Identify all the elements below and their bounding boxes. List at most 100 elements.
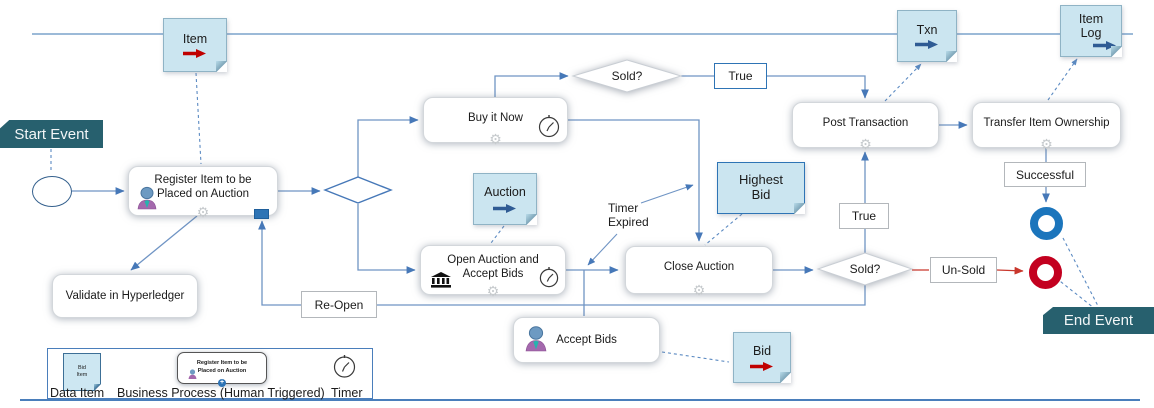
unsold-text: Un-Sold <box>941 263 986 277</box>
legend-timer-label: Timer <box>331 386 363 400</box>
sold-top-label: Sold? <box>612 69 643 83</box>
task-register-item: Register Item to be Placed on Auction ⚙ <box>128 166 278 220</box>
start-event-banner: Start Event <box>0 120 103 148</box>
legend-mini-note-text: Bid Item <box>76 364 88 378</box>
flow-unsold-to-end <box>996 266 1024 275</box>
data-highestbid-note: Highest Bid <box>717 162 805 214</box>
data-itemlog-note: Item Log <box>1060 5 1122 57</box>
txn-note-label: Txn <box>916 22 938 37</box>
gear-icon: ⚙ <box>859 136 872 152</box>
legend-mini-task-text: Register Item to be Placed on Auction <box>196 360 248 374</box>
successful-text: Successful <box>1015 167 1075 182</box>
task-open-auction: Open Auction and Accept Bids ⚙ <box>420 245 566 299</box>
gear-icon: ⚙ <box>1040 136 1053 152</box>
note-fold <box>216 61 227 72</box>
timer-clock-icon <box>332 354 357 384</box>
item-note-label: Item <box>182 31 208 46</box>
gear-icon: ⚙ <box>486 283 500 299</box>
note-fold <box>1111 46 1122 57</box>
task-buy-it-now: Buy it Now ⚙ <box>423 97 568 147</box>
true-top-text: True <box>728 69 753 83</box>
annotation-timer-expired: Timer Expired <box>608 201 658 230</box>
end-event-label: End Event <box>1063 312 1134 329</box>
flow-sold-true-to-post <box>681 75 869 99</box>
flow-register-to-validate <box>130 215 198 271</box>
timer-expired-leaders <box>587 184 694 266</box>
leader-timer-upper <box>640 184 694 204</box>
sold-bottom-diamond <box>816 252 914 286</box>
task-validate-hyperledger: Validate in Hyperledger <box>52 274 198 318</box>
blue-arrow-icon <box>493 203 516 213</box>
sequence-flows <box>72 72 1050 316</box>
gateway-diamond <box>323 176 393 204</box>
gear-icon: ⚙ <box>489 131 502 147</box>
flow-buy-to-close <box>568 119 703 242</box>
note-fold <box>946 51 957 62</box>
flow-gateway-to-open <box>357 204 416 274</box>
sold-top-diamond <box>571 59 683 93</box>
task-transfer-label: Transfer Item Ownership <box>983 116 1110 129</box>
gear-icon: ⚙ <box>196 204 210 220</box>
assoc-post-txn <box>884 63 922 102</box>
task-register-label: Register Item to be Placed on Auction <box>154 173 252 200</box>
assoc-auction-open <box>490 225 505 244</box>
note-fold <box>94 384 101 391</box>
plus-icon: + <box>218 379 226 387</box>
edge-label-true-top: True <box>714 63 767 89</box>
timer-expired-text: Timer Expired <box>608 201 649 230</box>
note-fold <box>780 372 791 383</box>
legend-business-process-label: Business Process (Human Triggered) <box>117 386 325 400</box>
end-event-unsold-circle <box>1029 256 1062 289</box>
blue-arrow-icon <box>915 40 938 50</box>
legend-data-item-shape: Bid Item <box>63 353 101 391</box>
legend-box: Bid Item Data Item Register Item to be P… <box>47 348 373 400</box>
register-reopen-anchor <box>254 209 269 219</box>
task-open-label: Open Auction and Accept Bids <box>447 253 539 280</box>
flow-buy-to-sold <box>494 72 569 97</box>
itemlog-note-label: Item Log <box>1078 11 1104 40</box>
sold-bottom-label: Sold? <box>850 262 881 276</box>
end-event-banner: End Event <box>1043 307 1154 334</box>
blue-arrow-icon <box>1093 41 1116 51</box>
flow-gateway-to-buy <box>357 116 419 177</box>
end-event-success-circle <box>1030 207 1063 240</box>
data-txn-note: Txn <box>897 10 957 62</box>
bank-icon <box>431 271 451 292</box>
unsold-flow <box>912 266 1024 275</box>
edge-label-reopen: Re-Open <box>301 291 377 318</box>
person-icon <box>136 186 158 214</box>
red-arrow-icon <box>750 361 773 371</box>
task-accept-label: Accept Bids <box>556 333 617 346</box>
assoc-highestbid-close <box>704 213 743 246</box>
legend-business-process-shape: Register Item to be Placed on Auction + <box>177 352 267 387</box>
flow-reopen-to-register <box>258 220 866 306</box>
edge-label-true-bottom: True <box>839 203 889 229</box>
person-icon <box>524 325 548 356</box>
bid-note-label: Bid <box>752 344 772 359</box>
data-auction-note: Auction <box>473 173 537 225</box>
edge-label-unsold: Un-Sold <box>930 257 997 283</box>
true-bottom-text: True <box>851 209 877 223</box>
highestbid-note-label: Highest Bid <box>738 172 784 202</box>
task-validate-label: Validate in Hyperledger <box>65 289 185 302</box>
legend-data-item-label: Data Item <box>50 386 105 400</box>
red-arrow-icon <box>183 49 206 59</box>
person-icon <box>188 369 197 383</box>
data-item-note: Item <box>163 18 227 72</box>
task-post-label: Post Transaction <box>822 116 909 129</box>
leader-timer-lower <box>587 233 618 266</box>
note-fold <box>526 214 537 225</box>
sold-gateway-bottom: Sold? <box>816 252 914 286</box>
assoc-bluering-endlabel <box>1062 237 1099 307</box>
timer-clock-icon <box>537 114 561 142</box>
assoc-item-register <box>195 72 202 165</box>
start-event-label: Start Event <box>14 125 89 143</box>
task-accept-bids: Accept Bids <box>513 317 660 363</box>
timer-clock-icon <box>538 266 560 292</box>
note-fold <box>794 203 805 214</box>
assoc-accept-bid <box>661 351 730 363</box>
task-buy-label: Buy it Now <box>468 111 523 124</box>
data-associations <box>50 58 1099 363</box>
gear-icon: ⚙ <box>692 282 706 298</box>
